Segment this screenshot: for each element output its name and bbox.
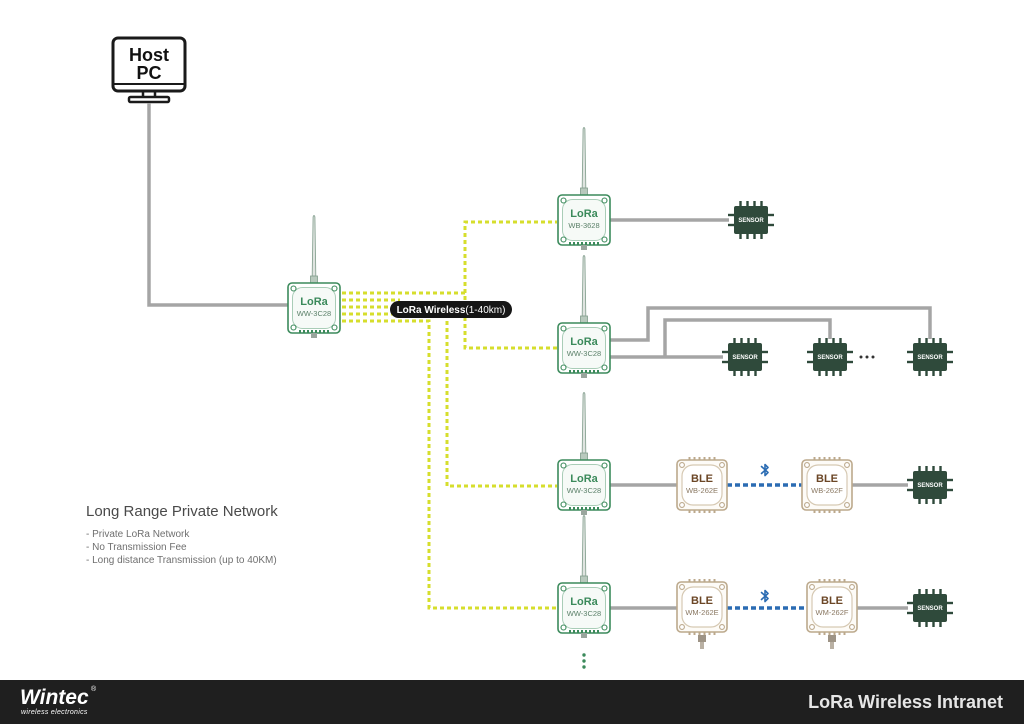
- link-name: LoRa Wireless: [397, 305, 466, 316]
- module-label: LoRa: [570, 596, 598, 608]
- link-label-text: LoRa Wireless(1-40km): [397, 305, 506, 316]
- module-model: WW-3C28: [297, 309, 331, 318]
- page-title: LoRa Wireless Intranet: [808, 692, 1003, 712]
- wire-node-2-to-sensor-3: [663, 318, 832, 357]
- lora-radio-links: [342, 220, 557, 610]
- sensor-4: SENSOR: [907, 338, 953, 376]
- ble-module-body: [801, 456, 853, 514]
- module-model: WB-3628: [568, 221, 599, 230]
- sensor-6: SENSOR: [907, 589, 953, 627]
- ble-module-4: BLE WM-262F: [806, 578, 858, 649]
- lora-wireless-label: LoRa Wireless(1-40km): [390, 301, 512, 318]
- radio-link-node-3: [342, 312, 557, 488]
- lora-node-1: LoRa WB-3628: [557, 127, 611, 251]
- link-range: (1-40km): [465, 305, 505, 316]
- antenna-icon: [580, 392, 588, 461]
- module-model: WB-262E: [686, 486, 718, 495]
- lora-gateway-module: LoRa WW-3C28: [287, 215, 341, 339]
- wire-host-to-gateway: [147, 103, 289, 307]
- sensor-5: SENSOR: [907, 466, 953, 504]
- sensor-2: SENSOR: [722, 338, 768, 376]
- antenna-icon: [580, 255, 588, 324]
- description-bullet: - Long distance Transmission (up to 40KM…: [86, 555, 277, 566]
- module-model: WW-3C28: [567, 609, 601, 618]
- sensor-label: SENSOR: [917, 606, 943, 612]
- wired-connections: [147, 103, 932, 610]
- module-model: WW-3C28: [567, 349, 601, 358]
- host-pc-label-line2: PC: [136, 63, 161, 83]
- more-nodes-ellipsis: [582, 653, 586, 669]
- lora-node-4: LoRa WW-3C28: [557, 515, 611, 639]
- ble-module-body: [676, 456, 728, 514]
- lora-node-2: LoRa WW-3C28: [557, 255, 611, 379]
- lora-node-3: LoRa WW-3C28: [557, 392, 611, 516]
- host-pc: Host PC: [111, 36, 187, 104]
- wire-node-2-to-sensor-4: [610, 306, 932, 342]
- ble-module-1: BLE WB-262E: [676, 456, 728, 514]
- radio-link-node-1: [463, 220, 557, 293]
- sensor-label: SENSOR: [732, 355, 758, 361]
- antenna-icon: [580, 515, 588, 584]
- module-label: LoRa: [570, 336, 598, 348]
- ble-module-body: [676, 578, 728, 636]
- module-model: WM-262F: [816, 608, 849, 617]
- network-description: Long Range Private Network - Private LoR…: [86, 503, 278, 566]
- brand-tagline: wireless electronics: [21, 709, 88, 716]
- description-title: Long Range Private Network: [86, 503, 278, 520]
- sensor-label: SENSOR: [817, 355, 843, 361]
- bluetooth-links: [727, 463, 807, 610]
- module-model: WM-262E: [685, 608, 718, 617]
- sensor-label: SENSOR: [738, 218, 764, 224]
- cable-connector-icon: [828, 635, 836, 649]
- module-label: LoRa: [570, 473, 598, 485]
- ble-module-body: [806, 578, 858, 636]
- ble-module-3: BLE WM-262E: [676, 578, 728, 649]
- bluetooth-icon: [760, 463, 769, 477]
- bluetooth-icon: [760, 589, 769, 603]
- radio-link-node-4: [342, 319, 557, 610]
- ble-module-2: BLE WB-262F: [801, 456, 853, 514]
- cable-connector-icon: [698, 635, 706, 649]
- antenna-icon: [580, 127, 588, 196]
- radio-link-node-2: [342, 291, 557, 350]
- module-label: BLE: [821, 595, 843, 607]
- description-bullet: - No Transmission Fee: [86, 542, 187, 553]
- antenna-icon: [310, 215, 318, 284]
- label-pill: [390, 301, 512, 318]
- host-pc-label-line1: Host: [129, 45, 169, 65]
- sensor-label: SENSOR: [917, 355, 943, 361]
- sensor-1: SENSOR: [728, 201, 774, 239]
- sensor-label: SENSOR: [917, 483, 943, 489]
- monitor-icon: [111, 36, 187, 104]
- module-label: BLE: [691, 473, 713, 485]
- wintec-logo: Wintec ® wireless electronics: [20, 685, 97, 716]
- registered-mark: ®: [91, 685, 97, 693]
- module-model: WB-262F: [811, 486, 843, 495]
- module-label: BLE: [816, 473, 838, 485]
- module-label: LoRa: [570, 208, 598, 220]
- module-label: LoRa: [300, 296, 328, 308]
- description-bullet: - Private LoRa Network: [86, 529, 190, 540]
- more-sensors-ellipsis: [859, 355, 875, 359]
- footer-bar: Wintec ® wireless electronics LoRa Wirel…: [0, 680, 1024, 724]
- sensor-3: SENSOR: [807, 338, 853, 376]
- brand-name: Wintec: [20, 686, 89, 709]
- module-label: BLE: [691, 595, 713, 607]
- module-model: WW-3C28: [567, 486, 601, 495]
